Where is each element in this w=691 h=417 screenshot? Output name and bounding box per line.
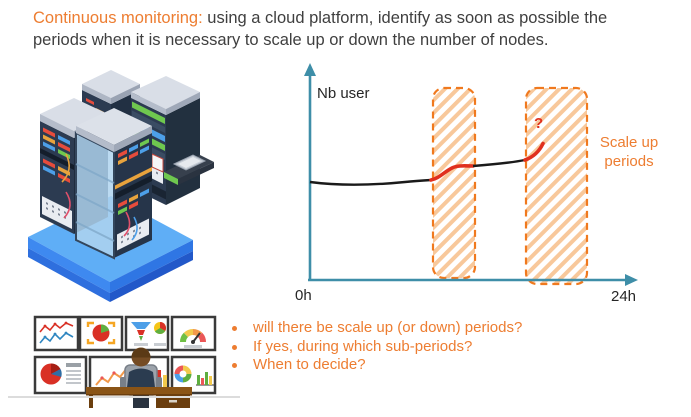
bullet-text: When to decide?	[253, 356, 366, 373]
curve-flat-segment	[309, 178, 432, 186]
scale-up-band-2	[524, 86, 589, 286]
monitoring-dashboard-illustration	[33, 315, 217, 408]
list-item: When to decide?	[226, 356, 666, 375]
scale-up-periods-label: Scale up periods	[599, 134, 659, 170]
x-axis-end-label: 24h	[611, 288, 637, 305]
monitor-pie-report	[33, 355, 88, 395]
curve-rise-highlight-2	[523, 141, 545, 162]
bullet-icon	[232, 344, 237, 350]
y-axis-arrow	[304, 63, 316, 76]
bullet-icon	[232, 326, 237, 331]
desk	[86, 387, 192, 408]
question-list: will there be scale up (or down) periods…	[226, 319, 666, 375]
server-rack-center	[75, 108, 152, 260]
curve-rise-highlight-1	[429, 164, 475, 182]
list-item: will there be scale up (or down) periods…	[226, 319, 666, 338]
bullet-text: If yes, during which sub-periods?	[253, 337, 473, 355]
slide-title: Continuous monitoring: using a cloud pla…	[33, 7, 678, 51]
monitor-pie-focus	[78, 315, 124, 352]
users-curve-chart	[304, 63, 638, 286]
list-item: If yes, during which sub-periods?	[226, 338, 666, 357]
bullet-text: will there be scale up (or down) periods…	[253, 319, 523, 336]
slide-title-line2: periods when it is necessary to scale up…	[33, 31, 549, 49]
x-axis-start-label: 0h	[295, 287, 312, 304]
bullet-icon	[232, 363, 237, 368]
slide-title-highlight: Continuous monitoring:	[33, 9, 203, 27]
x-axis-arrow	[625, 274, 638, 286]
server-racks-illustration	[28, 70, 214, 302]
illustration-ground-line	[8, 396, 240, 398]
curve-mid-segment	[472, 158, 526, 168]
question-mark-annotation: ?	[534, 115, 544, 132]
monitor-funnel-pie	[124, 315, 170, 352]
y-axis-label: Nb user	[317, 85, 370, 102]
slide-title-line1: Continuous monitoring: using a cloud pla…	[33, 7, 678, 29]
slide-title-line1-rest: using a cloud platform, identify as soon…	[202, 9, 608, 27]
scale-up-band-1	[431, 86, 477, 280]
monitor-gauge	[170, 315, 217, 352]
axes	[308, 74, 628, 282]
monitor-line-charts	[33, 315, 80, 352]
